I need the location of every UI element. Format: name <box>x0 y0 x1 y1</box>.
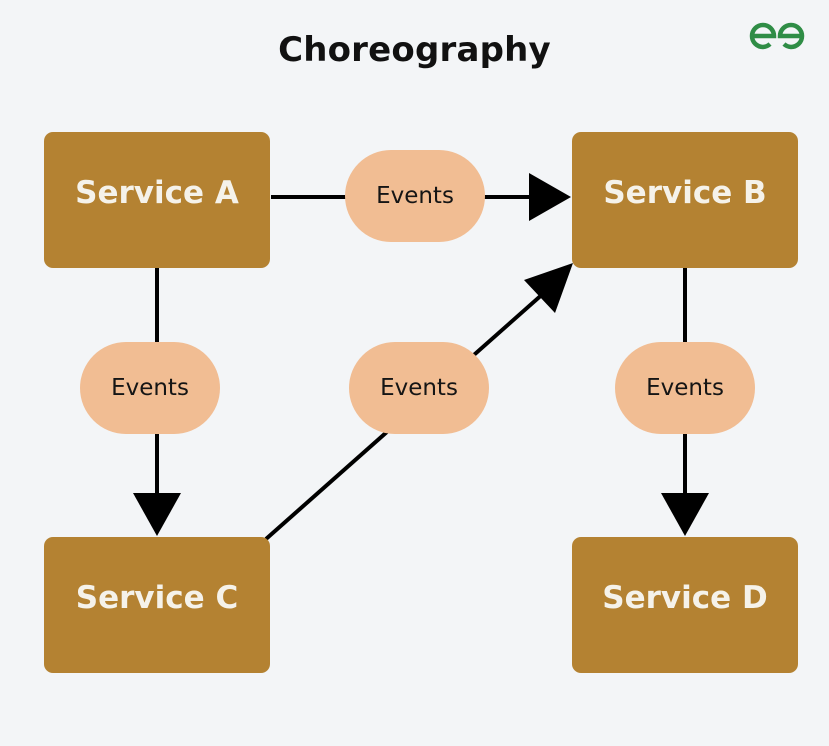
service-b-box[interactable]: Service B <box>572 132 798 268</box>
service-a-label: Service A <box>75 175 239 211</box>
event-label: Events <box>111 375 189 401</box>
service-d-box[interactable]: Service D <box>572 537 798 673</box>
service-d-label: Service D <box>602 580 768 616</box>
event-label: Events <box>380 375 458 401</box>
gfg-logo-icon <box>749 22 805 50</box>
event-a-to-c[interactable]: Events <box>80 342 220 434</box>
arrowhead-a-c <box>133 493 181 536</box>
arrowhead-a-b <box>529 173 571 221</box>
arrowhead-c-b <box>524 263 573 313</box>
arrowhead-b-d <box>661 493 709 536</box>
service-c-label: Service C <box>75 580 239 616</box>
diagram-title: Choreography <box>278 30 551 70</box>
event-label: Events <box>646 375 724 401</box>
event-a-to-b[interactable]: Events <box>345 150 485 242</box>
service-c-box[interactable]: Service C <box>44 537 270 673</box>
event-c-to-b[interactable]: Events <box>349 342 489 434</box>
service-a-box[interactable]: Service A <box>44 132 270 268</box>
event-label: Events <box>376 183 454 209</box>
service-b-label: Service B <box>603 175 767 211</box>
event-b-to-d[interactable]: Events <box>615 342 755 434</box>
